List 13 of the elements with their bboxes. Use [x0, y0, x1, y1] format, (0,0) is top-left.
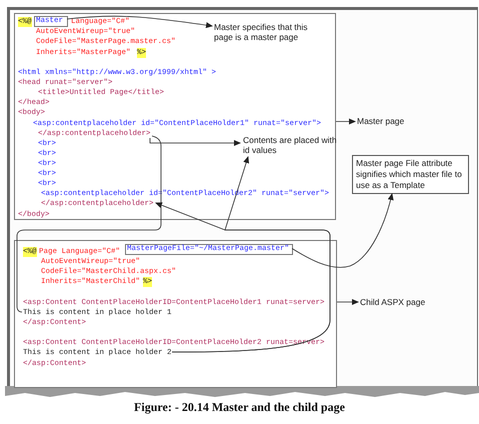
arrow: [336, 299, 359, 305]
code-panel: [14, 240, 337, 388]
callout-box: Master page File attribute signifies which master file to use as a Template: [352, 155, 469, 194]
arrow: [150, 138, 241, 146]
callout-text: Master specifies that this page is a master page: [214, 22, 314, 46]
arrow: [292, 193, 394, 268]
figure-caption: Figure: - 20.14 Master and the child page: [133, 399, 346, 416]
code-panel: [14, 13, 336, 220]
arrow: [336, 118, 356, 124]
arrow: [66, 16, 213, 28]
arrow: [172, 156, 330, 352]
callout-text: Child ASPX page: [360, 297, 440, 308]
callout-text: Master page: [357, 116, 417, 127]
